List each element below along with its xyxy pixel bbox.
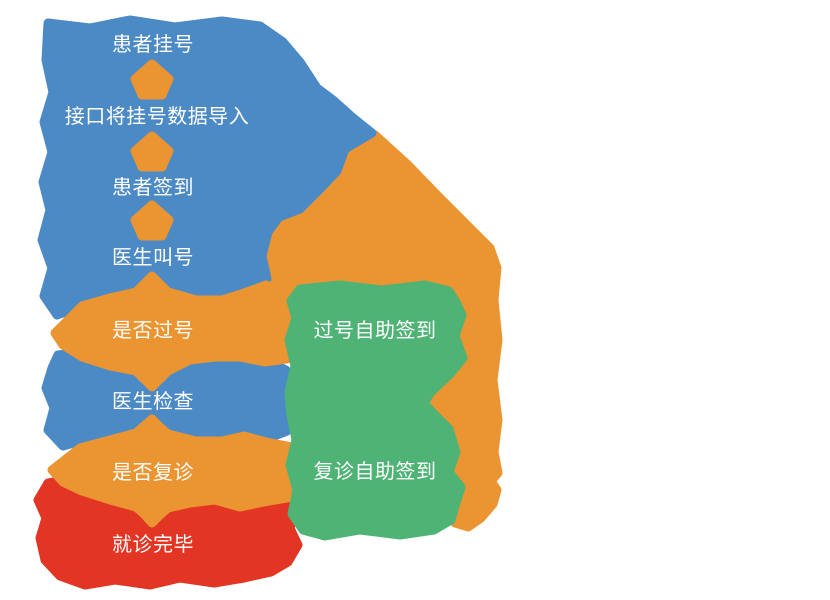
flow-arrow-diamond-icon <box>130 200 174 241</box>
blob-self-checkin <box>284 280 468 541</box>
node-label-doctor-call: 医生叫号 <box>112 246 194 269</box>
node-label-passed-self-checkin: 过号自助签到 <box>314 319 437 342</box>
node-label-patient-checkin: 患者签到 <box>112 176 194 199</box>
node-label-doctor-exam: 医生检查 <box>112 390 194 413</box>
node-label-visit-complete: 就诊完毕 <box>112 533 194 556</box>
flow-arrow-diamond-icon <box>130 131 174 172</box>
node-label-decision-followup: 是否复诊 <box>112 461 194 484</box>
node-label-patient-register: 患者挂号 <box>112 33 194 56</box>
flow-arrow-diamond-icon <box>130 59 174 100</box>
node-label-decision-passed: 是否过号 <box>112 319 194 342</box>
node-label-import-data: 接口将挂号数据导入 <box>65 105 250 128</box>
node-label-followup-self-checkin: 复诊自助签到 <box>314 460 437 483</box>
